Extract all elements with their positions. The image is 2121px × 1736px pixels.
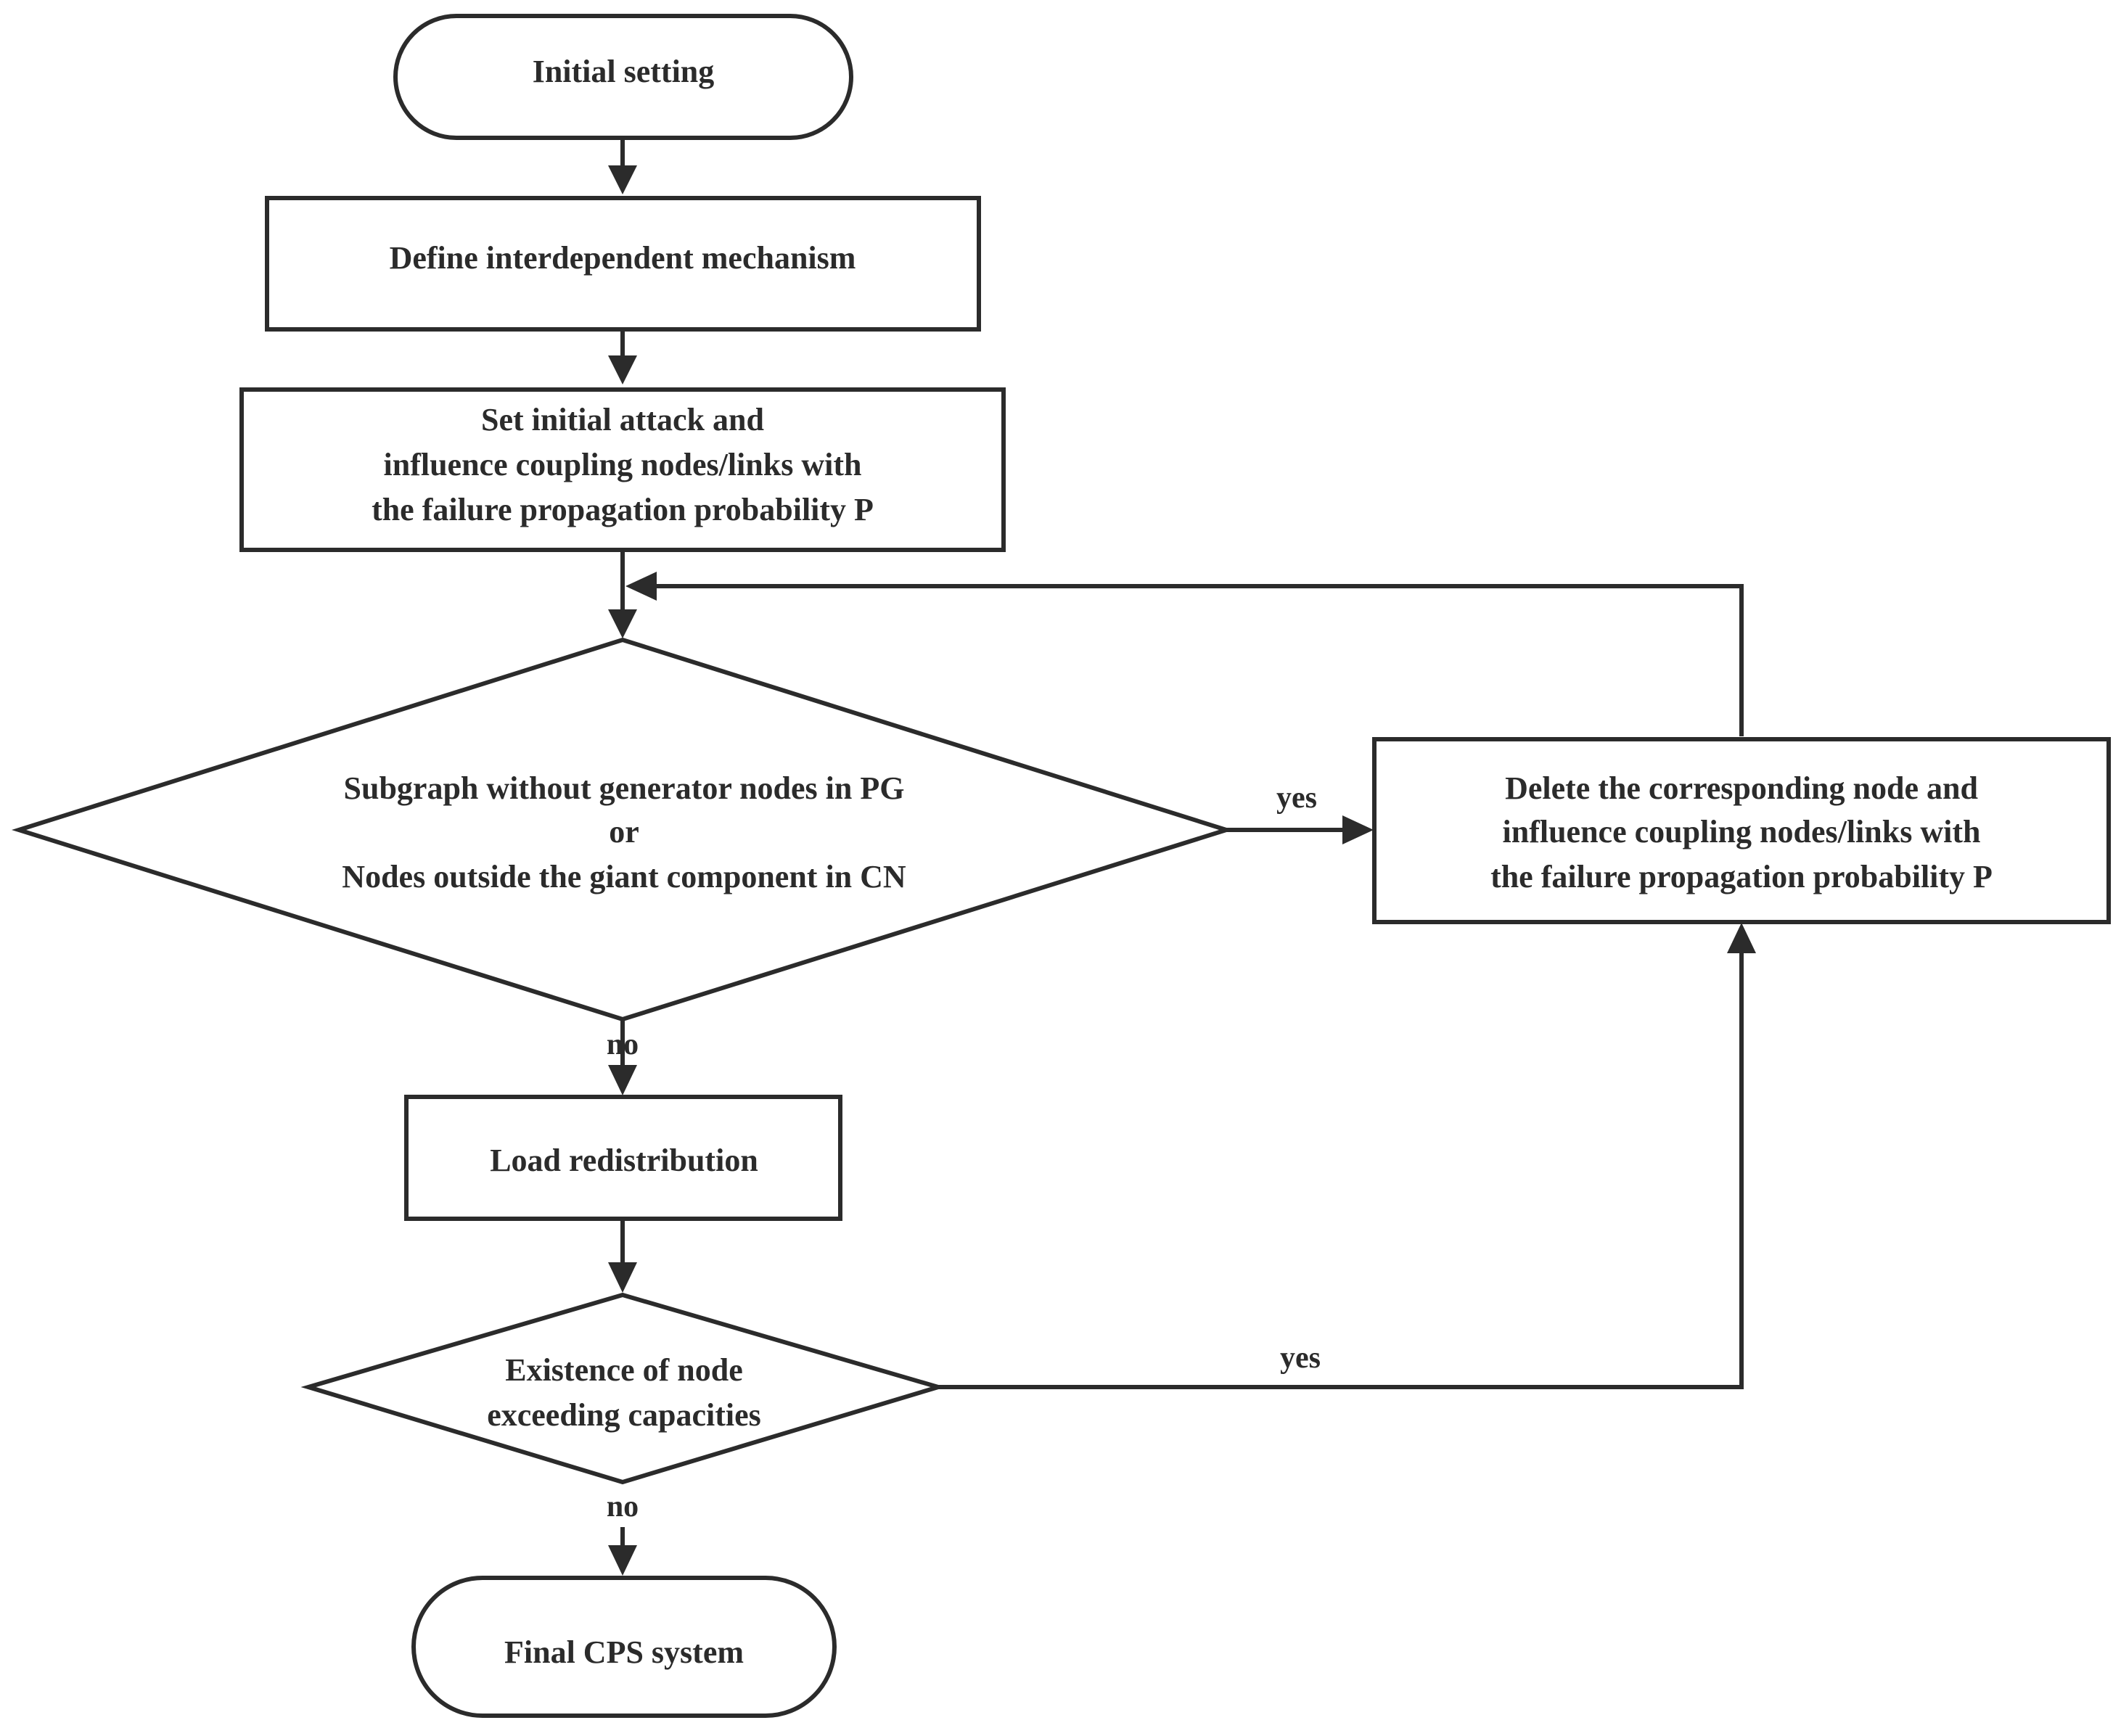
edge-delete-loop-back <box>655 584 1744 736</box>
define-process-shape <box>265 196 981 332</box>
check-subgraph-label-line3: Nodes outside the giant component in CN <box>342 859 906 894</box>
end-terminal-shape <box>411 1576 837 1718</box>
node-start: Initial setting <box>393 14 853 140</box>
arrowhead-loop-back <box>625 572 657 601</box>
capacity-yes-label: yes <box>1280 1341 1321 1375</box>
start-label: Initial setting <box>533 54 715 89</box>
node-end: Final CPS system <box>411 1576 837 1718</box>
load-label: Load redistribution <box>490 1143 758 1178</box>
check-subgraph-decision-shape <box>11 637 1234 1022</box>
arrowhead-attack <box>608 355 637 384</box>
connectors <box>608 138 1756 1576</box>
edge-capacity-yes <box>938 952 1744 1389</box>
arrowhead-define <box>608 165 637 194</box>
node-load: Load redistribution <box>404 1095 842 1221</box>
load-process-shape <box>404 1095 842 1221</box>
attack-label-line3: the failure propagation probability P <box>372 492 874 527</box>
attack-label-line1: Set initial attack and <box>481 402 764 437</box>
start-terminal-shape <box>393 14 853 140</box>
edge-labels: yes no yes no <box>607 781 1321 1523</box>
check-capacity-label-line2: exceeding capacities <box>487 1397 761 1433</box>
check-subgraph-label-line1: Subgraph without generator nodes in PG <box>344 770 905 806</box>
check-subgraph-label-line2: or <box>609 814 639 850</box>
arrowhead-load <box>608 1065 637 1095</box>
attack-label-line2: influence coupling nodes/links with <box>384 447 862 482</box>
arrowhead-delete-from-capacity <box>1727 923 1756 953</box>
subgraph-no-label: no <box>607 1028 639 1061</box>
node-define: Define interdependent mechanism <box>265 196 981 332</box>
define-label: Define interdependent mechanism <box>390 240 856 276</box>
node-check-subgraph: Subgraph without generator nodes in PG o… <box>11 637 1234 1022</box>
capacity-no-label: no <box>607 1490 639 1523</box>
delete-process-shape <box>1372 737 2111 924</box>
node-attack: Set initial attack and influence couplin… <box>239 387 1006 552</box>
check-capacity-decision-shape <box>300 1292 946 1485</box>
delete-label-line1: Delete the corresponding node and <box>1505 770 1978 806</box>
arrowhead-check-capacity <box>608 1262 637 1293</box>
check-capacity-label-line1: Existence of node <box>505 1352 743 1388</box>
arrowhead-delete <box>1342 815 1374 844</box>
arrowhead-check-subgraph <box>608 609 637 638</box>
arrowhead-end <box>608 1545 637 1576</box>
node-delete: Delete the corresponding node and influe… <box>1372 737 2111 924</box>
delete-label-line2: influence coupling nodes/links with <box>1503 814 1981 850</box>
end-label: Final CPS system <box>504 1634 744 1670</box>
attack-process-shape <box>239 387 1006 552</box>
node-check-capacity: Existence of node exceeding capacities <box>300 1292 946 1485</box>
delete-label-line3: the failure propagation probability P <box>1490 859 1993 894</box>
subgraph-yes-label: yes <box>1276 781 1317 815</box>
